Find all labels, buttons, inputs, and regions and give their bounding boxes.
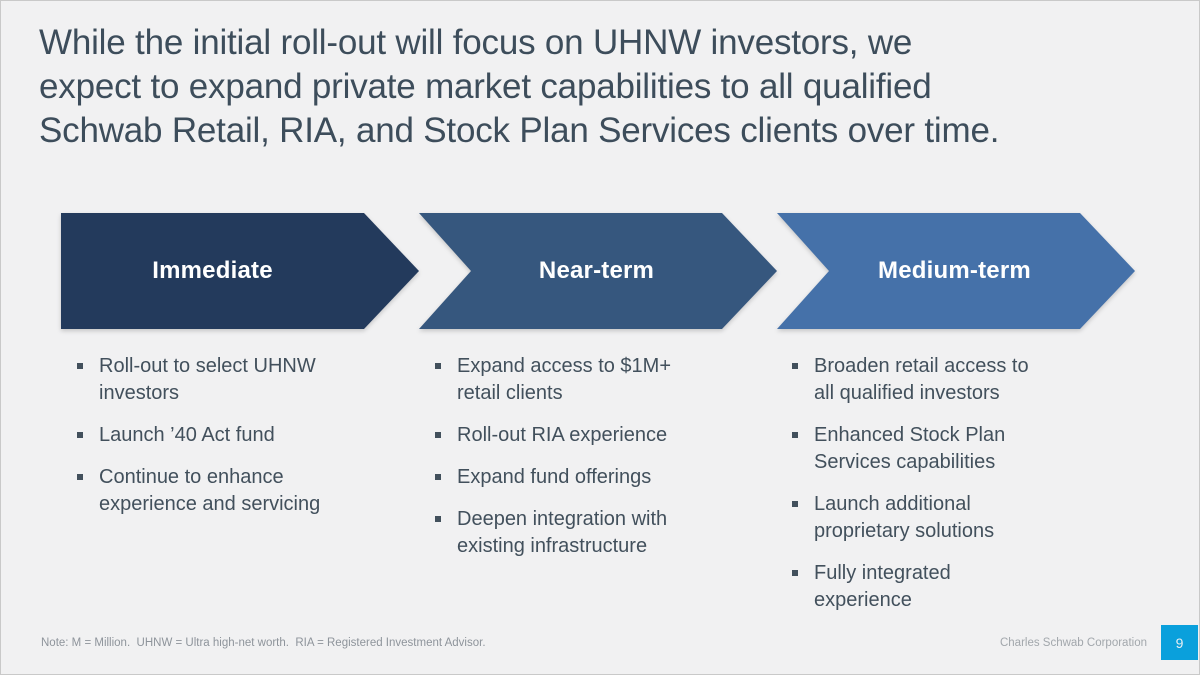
arrow-shape-near-term: [419, 213, 777, 329]
arrow-polygon-immediate: [61, 213, 419, 329]
list-item: Launch additional proprietary solutions: [791, 491, 1053, 545]
title-line-1: While the initial roll-out will focus on…: [39, 23, 913, 62]
list-item: Roll-out RIA experience: [434, 422, 690, 449]
list-item: Launch ’40 Act fund: [76, 422, 338, 449]
arrow-polygon-near-term: [419, 213, 777, 329]
title-line-3: Schwab Retail, RIA, and Stock Plan Servi…: [39, 111, 1000, 150]
list-item: Fully integrated experience: [791, 560, 1053, 614]
slide-title: While the initial roll-out will focus on…: [39, 21, 1169, 153]
arrow-shape-medium-term: [777, 213, 1135, 329]
page-number-badge: 9: [1161, 625, 1198, 660]
list-item: Continue to enhance experience and servi…: [76, 464, 338, 518]
bullet-list-near-term: Expand access to $1M+ retail clients Rol…: [434, 353, 690, 575]
arrow-shape-immediate: [61, 213, 419, 329]
bullet-list-medium-term: Broaden retail access to all qualified i…: [791, 353, 1053, 629]
list-item: Expand access to $1M+ retail clients: [434, 353, 690, 407]
list-item: Deepen integration with existing infrast…: [434, 506, 690, 560]
list-item: Roll-out to select UHNW investors: [76, 353, 338, 407]
list-item: Enhanced Stock Plan Services capabilitie…: [791, 422, 1053, 476]
footnote: Note: M = Million. UHNW = Ultra high-net…: [41, 637, 486, 649]
list-item: Expand fund offerings: [434, 464, 690, 491]
title-line-2: expect to expand private market capabili…: [39, 67, 932, 106]
bullet-list-immediate: Roll-out to select UHNW investors Launch…: [76, 353, 338, 533]
arrow-polygon-medium-term: [777, 213, 1135, 329]
company-name: Charles Schwab Corporation: [999, 636, 1147, 649]
list-item: Broaden retail access to all qualified i…: [791, 353, 1053, 407]
